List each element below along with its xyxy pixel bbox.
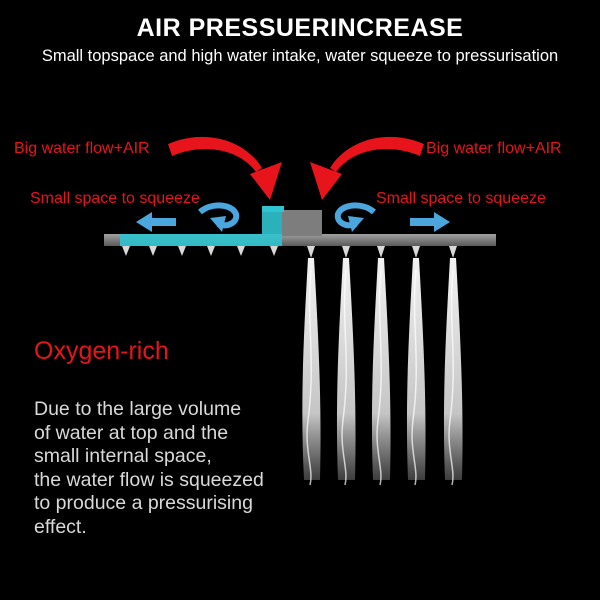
water-jets: [302, 258, 463, 486]
label-squeeze-right: Small space to squeeze: [376, 190, 546, 207]
nozzle-icon: [207, 246, 215, 256]
shower-head: [104, 206, 496, 246]
description-line: to produce a pressurising: [34, 492, 253, 514]
water-jet-icon: [406, 258, 426, 486]
arrow-left-icon: [136, 212, 176, 232]
nozzle-icon: [270, 246, 278, 256]
label-water-flow-left: Big water flow+AIR: [14, 140, 150, 157]
nozzle-icon: [237, 246, 245, 256]
water-jet-icon: [371, 258, 391, 486]
swirl-arrow-icon-left: [198, 202, 240, 232]
label-water-flow-right: Big water flow+AIR: [426, 140, 562, 157]
description-line: Due to the large volume: [34, 398, 242, 420]
swirl-arrow-icon-right: [334, 202, 376, 232]
description-line: the water flow is squeezed: [34, 468, 264, 491]
description-line: effect.: [34, 515, 87, 538]
description-line: small internal space,: [34, 445, 212, 467]
nozzle-icon: [412, 246, 420, 258]
oxygen-rich-heading: Oxygen-rich: [34, 337, 169, 365]
water-jet-icon: [336, 258, 356, 486]
nozzle-icon: [307, 246, 315, 258]
water-jet-icon: [443, 258, 463, 486]
page-subtitle: Small topspace and high water intake, wa…: [41, 47, 559, 65]
nozzle-icon: [377, 246, 385, 258]
nozzle-icon: [149, 246, 157, 256]
description-text: Due to the large volume of water at top …: [34, 398, 334, 539]
nozzle-icon: [122, 246, 130, 256]
curved-arrow-icon-right: [310, 136, 424, 200]
water-jet-icon: [302, 258, 321, 486]
curved-arrow-icon-left: [168, 136, 282, 200]
arrow-right-icon: [410, 212, 450, 232]
nozzle-icon: [342, 246, 350, 258]
page-title: AIR PRESSUERINCREASE: [136, 14, 464, 42]
label-squeeze-left: Small space to squeeze: [30, 190, 200, 207]
description-line: of water at top and the: [34, 421, 229, 444]
nozzle-icon: [449, 246, 457, 258]
nozzle-icon: [178, 246, 186, 256]
nozzles: [122, 246, 457, 258]
